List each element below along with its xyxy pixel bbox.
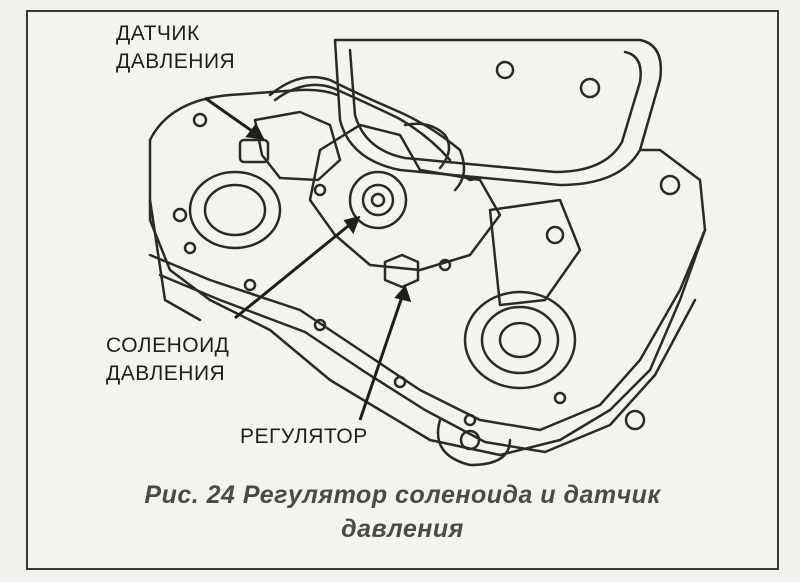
figure-caption: Рис. 24 Регулятор соленоида и датчик дав… xyxy=(26,478,779,546)
regulator-leader xyxy=(358,287,407,421)
solenoid-arrowhead xyxy=(343,215,361,235)
figure-caption-line1: Рис. 24 Регулятор соленоида и датчик xyxy=(144,481,661,509)
sensor-arrowhead xyxy=(245,123,265,140)
pressure-solenoid-label-line1: СОЛЕНОИД xyxy=(106,334,230,357)
pressure-solenoid-label-line2: ДАВЛЕНИЯ xyxy=(106,362,226,385)
gasket-band xyxy=(148,228,707,432)
bracket-arm xyxy=(488,198,582,307)
mounting-tab xyxy=(436,418,512,467)
wiring xyxy=(268,75,466,192)
solenoid-body xyxy=(348,170,408,230)
sensor-connector xyxy=(253,110,342,182)
figure-caption-line2: давления xyxy=(341,515,464,543)
regulator-label: РЕГУЛЯТОР xyxy=(240,425,368,448)
pressure-sensor-label-line2: ДАВЛЕНИЯ xyxy=(116,50,236,73)
pressure-sensor-label: ДАТЧИК ДАВЛЕНИЯ xyxy=(116,20,235,76)
cover-plate xyxy=(333,38,663,187)
right-boss xyxy=(463,290,577,390)
pressure-solenoid-label: СОЛЕНОИД ДАВЛЕНИЯ xyxy=(106,332,229,388)
pressure-sensor-label-line1: ДАТЧИК xyxy=(116,22,200,45)
left-boss xyxy=(188,170,282,250)
regulator-housing xyxy=(308,123,502,272)
solenoid-leader xyxy=(234,216,359,320)
regulator-arrowhead xyxy=(394,285,412,303)
regulator-nut xyxy=(383,253,420,289)
